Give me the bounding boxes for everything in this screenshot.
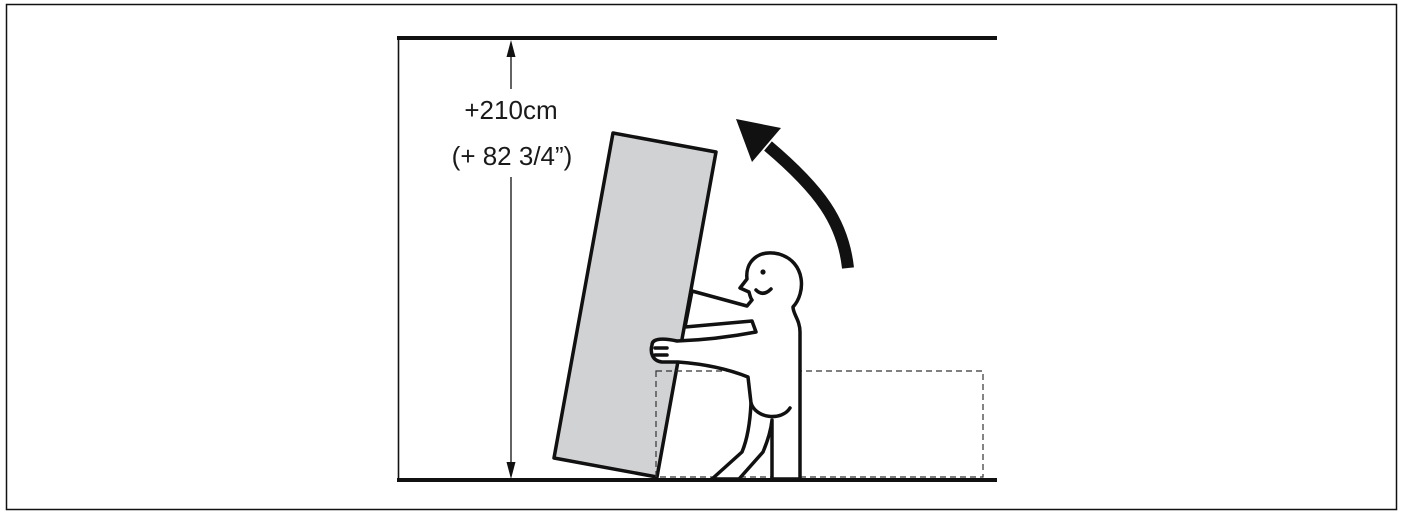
dimension-arrowhead-bottom: [506, 462, 516, 479]
height-metric-label: +210cm: [464, 95, 557, 125]
person-eye: [760, 269, 766, 275]
height-imperial-label: (+ 82 3/4”): [452, 141, 573, 171]
curved-arrow-head: [736, 119, 781, 162]
person-waist-line: [749, 401, 792, 419]
double-arrow-icon: [506, 40, 516, 479]
curved-arrow-icon: [736, 119, 854, 269]
person-smile: [754, 287, 773, 295]
person-silhouette: [649, 251, 804, 481]
person-figure-icon: [649, 251, 804, 481]
dashed-footprint-outline: [655, 370, 984, 478]
dimension-arrowhead-top: [506, 40, 516, 57]
diagram-frame: [5, 3, 1398, 511]
curved-arrow-shaft: [764, 141, 854, 269]
person-fingers: [653, 346, 669, 357]
panel: [552, 131, 718, 479]
